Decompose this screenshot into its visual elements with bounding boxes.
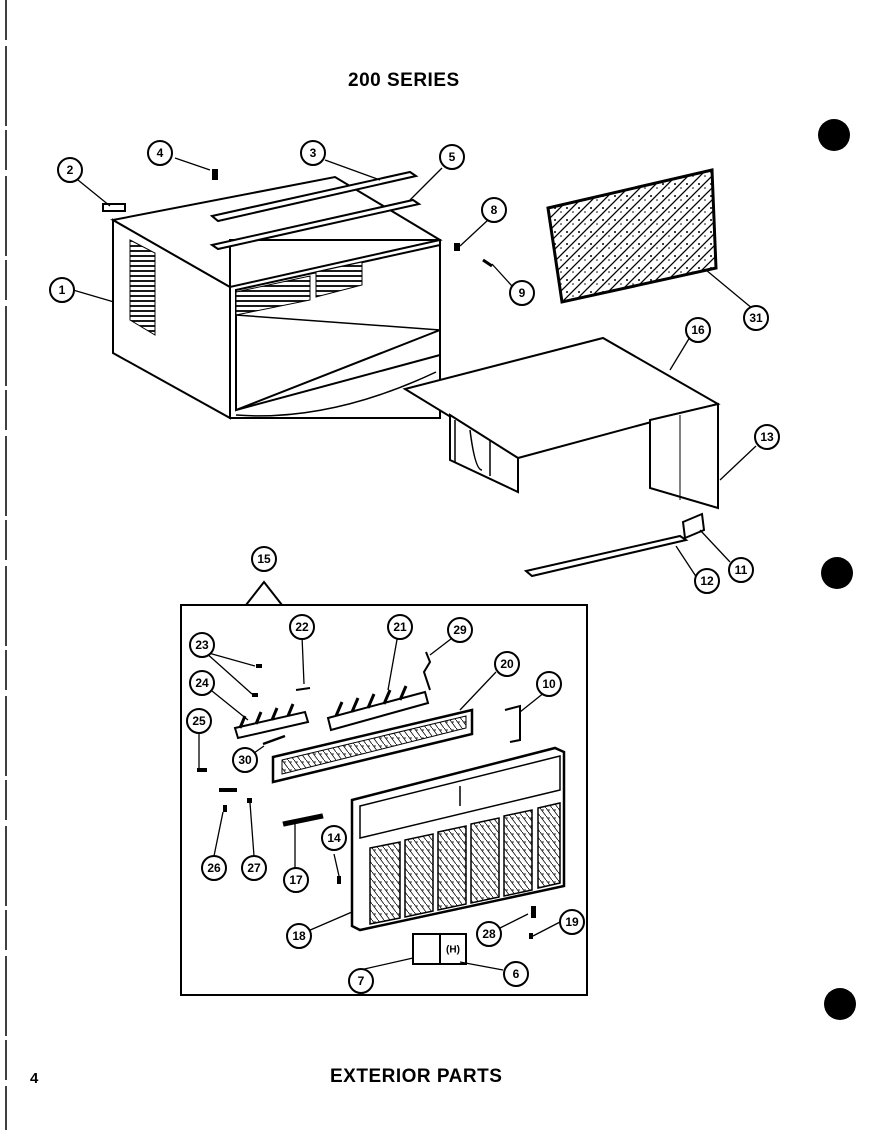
svg-text:15: 15 [257, 552, 271, 566]
top-rails [209, 170, 422, 251]
callout-19: 19 [559, 909, 585, 935]
svg-text:26: 26 [207, 861, 221, 875]
callout-6: 6 [503, 961, 529, 987]
svg-text:7: 7 [358, 974, 365, 988]
callout-28: 28 [476, 921, 502, 947]
callout-11: 11 [728, 557, 754, 583]
callout-21: 21 [387, 614, 413, 640]
callout-13: 13 [754, 424, 780, 450]
callout-2: 2 [57, 157, 83, 183]
small-parts-top [102, 169, 493, 268]
svg-text:5: 5 [449, 150, 456, 164]
svg-text:29: 29 [453, 623, 467, 637]
svg-text:6: 6 [513, 967, 520, 981]
callout-29: 29 [447, 617, 473, 643]
svg-text:16: 16 [691, 323, 705, 337]
callout-1: 1 [49, 277, 75, 303]
svg-text:8: 8 [491, 203, 498, 217]
callout-8: 8 [481, 197, 507, 223]
front-cover-assembly [402, 336, 721, 510]
callout-24: 24 [189, 670, 215, 696]
page-number: 4 [30, 1070, 39, 1087]
svg-text:27: 27 [247, 861, 261, 875]
svg-text:23: 23 [195, 638, 209, 652]
callout-20: 20 [494, 651, 520, 677]
leader-lines [72, 157, 757, 971]
svg-text:20: 20 [500, 657, 514, 671]
callout-9: 9 [509, 280, 535, 306]
callout-3: 3 [300, 140, 326, 166]
callout-14: 14 [321, 825, 347, 851]
svg-text:11: 11 [735, 563, 748, 577]
filter-panel [546, 168, 718, 304]
bottom-rail [523, 512, 706, 578]
callout-22: 22 [289, 614, 315, 640]
svg-text:21: 21 [393, 620, 407, 634]
svg-text:25: 25 [192, 714, 206, 728]
svg-text:2: 2 [67, 163, 74, 177]
callout-31: 31 [743, 305, 769, 331]
svg-text:3: 3 [310, 146, 317, 160]
svg-text:17: 17 [289, 873, 303, 887]
svg-text:12: 12 [700, 574, 714, 588]
callout-25: 25 [186, 708, 212, 734]
callout-15: 15 [251, 546, 277, 572]
svg-text:18: 18 [292, 929, 306, 943]
svg-text:13: 13 [760, 430, 774, 444]
svg-text:(H): (H) [446, 945, 460, 956]
callout-16: 16 [685, 317, 711, 343]
front-panel-assembly: (H) [180, 580, 588, 996]
callout-10: 10 [536, 671, 562, 697]
callout-26: 26 [201, 855, 227, 881]
svg-text:30: 30 [238, 753, 252, 767]
svg-text:24: 24 [195, 676, 209, 690]
svg-text:31: 31 [749, 311, 763, 325]
callout-27: 27 [241, 855, 267, 881]
svg-text:10: 10 [542, 677, 556, 691]
page-edge [5, 0, 856, 1130]
callout-group: 1 2 3 4 5 6 7 8 9 10 11 12 13 14 15 16 1… [49, 140, 780, 994]
callout-17: 17 [283, 867, 309, 893]
svg-text:9: 9 [519, 286, 526, 300]
svg-text:1: 1 [59, 283, 66, 297]
callout-7: 7 [348, 968, 374, 994]
diagram-footer: EXTERIOR PARTS [330, 1066, 503, 1087]
callout-12: 12 [694, 568, 720, 594]
svg-text:22: 22 [295, 620, 309, 634]
callout-23: 23 [189, 632, 215, 658]
diagram-title: 200 SERIES [348, 70, 460, 91]
svg-text:14: 14 [327, 831, 341, 845]
callout-30: 30 [232, 747, 258, 773]
svg-text:28: 28 [482, 927, 496, 941]
callout-5: 5 [439, 144, 465, 170]
callout-4: 4 [147, 140, 173, 166]
svg-text:4: 4 [157, 146, 164, 160]
callout-18: 18 [286, 923, 312, 949]
svg-text:19: 19 [565, 915, 579, 929]
cabinet-housing [110, 175, 443, 420]
